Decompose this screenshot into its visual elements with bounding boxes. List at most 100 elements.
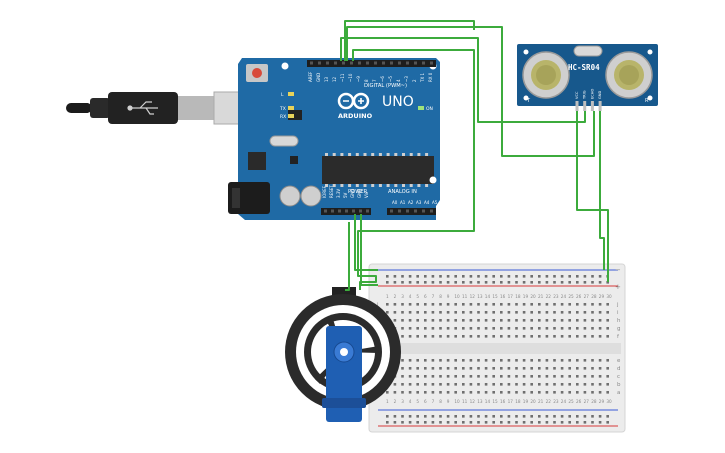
header-pin[interactable] — [398, 61, 401, 65]
svg-text:j: j — [376, 302, 379, 308]
header-pin[interactable] — [326, 61, 329, 65]
svg-text:2: 2 — [394, 294, 397, 299]
wire-echo[interactable] — [346, 26, 595, 157]
svg-text:20: 20 — [530, 294, 536, 299]
pin-label: ~10 — [348, 73, 353, 82]
sensor-pin[interactable] — [590, 101, 594, 111]
svg-text:23: 23 — [553, 294, 559, 299]
svg-text:12: 12 — [470, 399, 476, 404]
wire-servo-power[interactable] — [345, 222, 350, 291]
header-pin[interactable] — [390, 209, 393, 213]
svg-text:3: 3 — [401, 294, 404, 299]
sensor-pin[interactable] — [575, 101, 579, 111]
capacitor-1 — [279, 185, 301, 207]
header-pin[interactable] — [390, 61, 393, 65]
svg-text:17: 17 — [508, 294, 514, 299]
atmega-chip — [322, 156, 434, 184]
header-pin[interactable] — [318, 61, 321, 65]
digital-label: DIGITAL (PWM~) — [364, 83, 407, 89]
pin-label: RX 0 — [428, 72, 433, 82]
svg-text:13: 13 — [477, 294, 483, 299]
rail-plus-label: + — [615, 283, 621, 291]
header-pin[interactable] — [342, 61, 345, 65]
pin-label: A2 — [408, 200, 414, 205]
svg-text:14: 14 — [485, 294, 491, 299]
usb-icon — [127, 101, 158, 115]
header-pin[interactable] — [414, 209, 417, 213]
svg-text:18: 18 — [515, 294, 521, 299]
header-pin[interactable] — [366, 209, 369, 213]
arduino-uno-board[interactable]: UNO ARDUINO DIGITAL (PWM~) POWER ANALOG … — [228, 58, 440, 220]
led-on-label: ON — [426, 106, 433, 112]
svg-text:19: 19 — [523, 294, 529, 299]
pin-label: A5 — [432, 200, 438, 205]
analog-header[interactable] — [387, 208, 436, 215]
header-pin[interactable] — [310, 61, 313, 65]
breadboard[interactable]: − + jjiihhggffeeddccbbaa1122334455667788… — [368, 263, 626, 433]
led-rx-label: RX — [280, 114, 286, 120]
svg-text:h: h — [617, 318, 621, 324]
header-pin[interactable] — [430, 209, 433, 213]
power-header[interactable] — [321, 208, 371, 215]
wire-aux[interactable] — [344, 20, 475, 61]
header-pin[interactable] — [352, 209, 355, 213]
pin-label: ~5 — [388, 76, 393, 82]
pin-label: IOREF — [322, 185, 327, 198]
header-pin[interactable] — [331, 209, 334, 213]
header-pin[interactable] — [366, 61, 369, 65]
servo-motor[interactable] — [285, 287, 401, 422]
header-pin[interactable] — [338, 209, 341, 213]
usb-cable[interactable] — [66, 91, 257, 125]
header-pin[interactable] — [406, 209, 409, 213]
wire-trig[interactable] — [340, 37, 586, 123]
svg-text:27: 27 — [584, 294, 590, 299]
header-pin[interactable] — [406, 61, 409, 65]
header-pin[interactable] — [345, 209, 348, 213]
pin-label: 12 — [332, 76, 337, 82]
wire-5v[interactable] — [354, 214, 378, 271]
led-l — [288, 92, 294, 96]
header-pin[interactable] — [422, 61, 425, 65]
digital-header[interactable] — [307, 60, 436, 67]
wire-gnd[interactable] — [360, 214, 378, 286]
svg-text:3: 3 — [401, 399, 404, 404]
header-pin[interactable] — [359, 209, 362, 213]
wire-sensor-vcc[interactable] — [576, 111, 609, 282]
svg-text:9: 9 — [447, 294, 450, 299]
sensor-pin[interactable] — [583, 101, 587, 111]
svg-text:1: 1 — [386, 294, 389, 299]
sensor-pin-label: TRIG — [583, 90, 587, 100]
svg-text:7: 7 — [432, 399, 435, 404]
capacitor-2 — [300, 185, 322, 207]
header-pin[interactable] — [358, 61, 361, 65]
reset-button-cap[interactable] — [252, 68, 262, 78]
header-pin[interactable] — [334, 61, 337, 65]
header-pin[interactable] — [414, 61, 417, 65]
pin-label: GND — [350, 189, 355, 198]
svg-text:11: 11 — [462, 399, 468, 404]
svg-text:22: 22 — [546, 294, 552, 299]
header-pin[interactable] — [398, 209, 401, 213]
smd-chip — [288, 110, 302, 120]
svg-text:5: 5 — [416, 399, 419, 404]
header-pin[interactable] — [374, 61, 377, 65]
svg-text:7: 7 — [432, 294, 435, 299]
wire-servo-signal[interactable] — [352, 49, 475, 290]
svg-text:14: 14 — [485, 399, 491, 404]
header-pin[interactable] — [430, 61, 433, 65]
svg-text:5: 5 — [416, 294, 419, 299]
svg-text:25: 25 — [568, 294, 574, 299]
header-pin[interactable] — [382, 61, 385, 65]
header-pin[interactable] — [422, 209, 425, 213]
jumper-wires[interactable] — [340, 20, 609, 291]
pin-label: ~9 — [356, 76, 361, 82]
sensor-pin[interactable] — [598, 101, 602, 111]
svg-text:24: 24 — [561, 399, 567, 404]
svg-text:15: 15 — [492, 399, 498, 404]
header-pin[interactable] — [324, 209, 327, 213]
header-pin[interactable] — [350, 61, 353, 65]
wire-sensor-gnd[interactable] — [599, 111, 605, 270]
